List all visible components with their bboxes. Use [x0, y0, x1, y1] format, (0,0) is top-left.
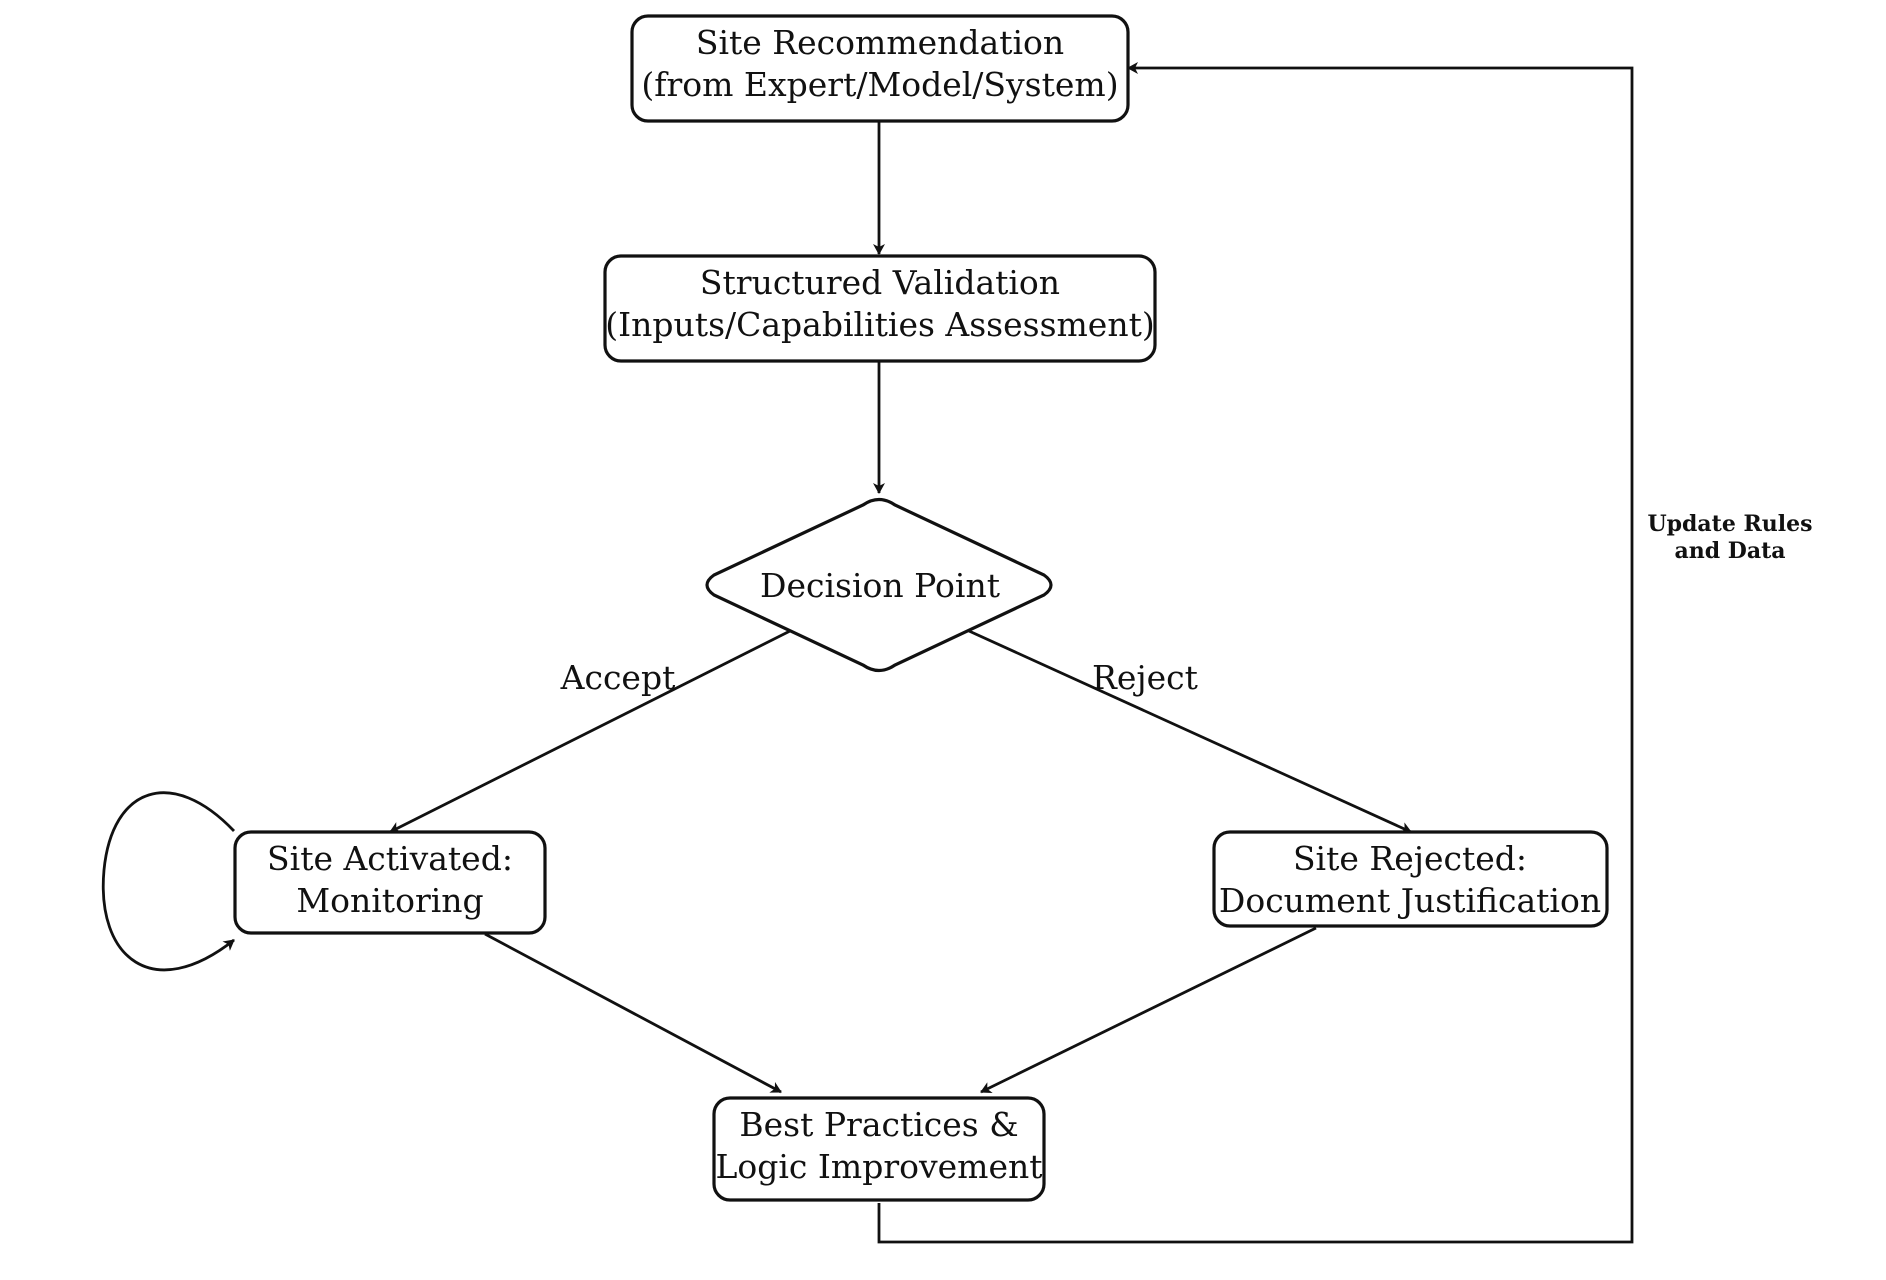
site-recommendation-line2: (from Expert/Model/System) [641, 65, 1118, 104]
node-best-practices: Best Practices & Logic Improvement [712, 1096, 1046, 1202]
accept-label: Accept [560, 658, 676, 697]
structured-validation-line2: (Inputs/Capabilities Assessment) [605, 305, 1154, 344]
node-decision-point: Decision Point [705, 497, 1053, 673]
edge-monitoring-self-loop [101, 791, 236, 972]
feedback-label-line1: Update Rules [1647, 511, 1812, 537]
best-practices-box [712, 1096, 1046, 1202]
decision-point-label: Decision Point [760, 566, 1000, 605]
site-rejected-box [1212, 830, 1609, 928]
site-rejected-line1: Site Rejected: [1293, 839, 1527, 878]
edge-feedback-loop [877, 62, 1634, 1244]
node-site-activated: Site Activated: Monitoring [233, 830, 547, 935]
edge-accept-to-activated [389, 629, 791, 834]
reject-label: Reject [1092, 658, 1198, 697]
edges [101, 62, 1634, 1244]
node-structured-validation: Structured Validation (Inputs/Capabiliti… [603, 254, 1157, 363]
best-practices-line1: Best Practices & [739, 1105, 1018, 1144]
node-site-recommendation: Site Recommendation (from Expert/Model/S… [630, 14, 1130, 123]
site-recommendation-box [630, 14, 1130, 123]
structured-validation-box [603, 254, 1157, 363]
site-activated-line2: Monitoring [296, 881, 483, 920]
feedback-label-line2: and Data [1674, 538, 1785, 564]
site-rejected-line2: Document Justification [1219, 881, 1601, 920]
site-activated-line1: Site Activated: [267, 839, 513, 878]
decision-diamond [705, 497, 1053, 673]
site-recommendation-line1: Site Recommendation [696, 23, 1064, 62]
site-activated-box [233, 830, 547, 935]
best-practices-line2: Logic Improvement [715, 1147, 1042, 1186]
edge-activated-to-best-practices [484, 932, 782, 1094]
structured-validation-line1: Structured Validation [700, 263, 1060, 302]
edge-reject-to-rejected [968, 629, 1412, 834]
node-site-rejected: Site Rejected: Document Justification [1212, 830, 1609, 928]
edge-rejected-to-best-practices [980, 926, 1317, 1094]
